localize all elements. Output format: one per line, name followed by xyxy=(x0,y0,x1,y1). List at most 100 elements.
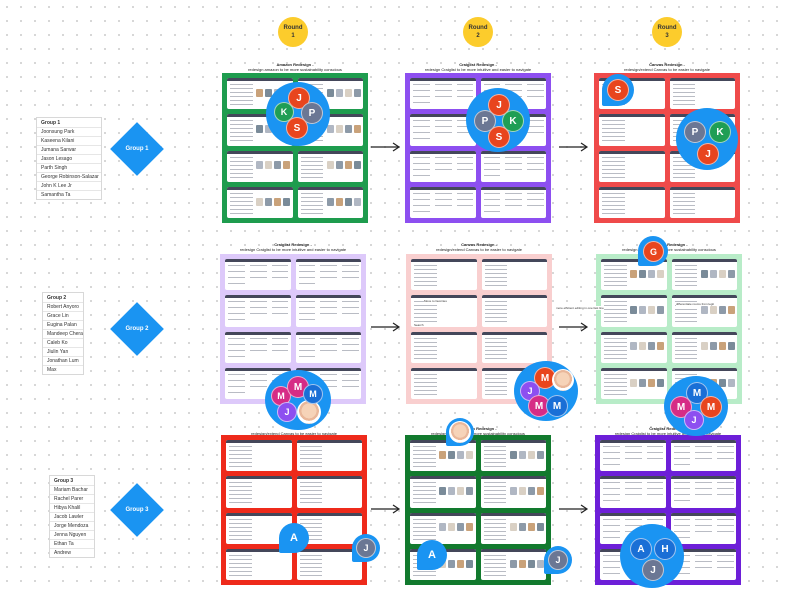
design-screenshot-card[interactable] xyxy=(295,259,361,291)
design-screenshot-card[interactable] xyxy=(227,150,293,182)
avatar[interactable]: K xyxy=(502,110,524,132)
avatar[interactable]: M xyxy=(546,395,568,417)
collaborator-cursor-pin[interactable]: A xyxy=(279,523,309,553)
design-screenshot-card[interactable] xyxy=(599,186,665,218)
design-screenshot-card[interactable] xyxy=(600,440,666,472)
design-screenshot-card[interactable] xyxy=(225,295,291,327)
design-screenshot-card[interactable] xyxy=(671,331,737,363)
collaborator-cursor-pin[interactable]: A xyxy=(417,540,447,570)
design-screenshot-card[interactable] xyxy=(670,440,736,472)
design-screenshot-card[interactable] xyxy=(480,440,546,472)
collaborator-cursor-pin[interactable] xyxy=(446,418,474,446)
avatar[interactable]: M xyxy=(303,384,323,404)
avatar[interactable]: J xyxy=(548,550,568,570)
design-screenshot-card[interactable] xyxy=(480,186,546,218)
design-screenshot-card[interactable] xyxy=(410,512,476,544)
avatar[interactable]: P xyxy=(684,121,706,143)
avatar[interactable]: K xyxy=(274,102,294,122)
design-screenshot-card[interactable] xyxy=(600,476,666,508)
board-amazon-redesign-group-2[interactable] xyxy=(596,254,742,404)
design-screenshot-card[interactable] xyxy=(295,331,361,363)
avatar[interactable]: J xyxy=(277,402,297,422)
collaborator-avatar-cluster[interactable]: P K J xyxy=(676,108,738,170)
collaborator-avatar-cluster[interactable]: M M J M xyxy=(265,370,331,430)
design-screenshot-card[interactable] xyxy=(599,114,665,146)
board-canvas-redesign-group-3[interactable] xyxy=(221,435,367,585)
collaborator-cursor-pin[interactable]: G xyxy=(638,236,668,266)
avatar[interactable]: M xyxy=(534,367,556,389)
collaborator-cursor-pin[interactable]: J xyxy=(352,534,380,562)
design-screenshot-card[interactable] xyxy=(225,259,291,291)
avatar[interactable]: J xyxy=(488,94,510,116)
avatar[interactable]: S xyxy=(488,126,510,148)
design-screenshot-card[interactable] xyxy=(226,548,292,580)
design-screenshot-card[interactable] xyxy=(295,295,361,327)
design-screenshot-card[interactable] xyxy=(599,150,665,182)
design-screenshot-card[interactable] xyxy=(481,331,547,363)
design-screenshot-card[interactable] xyxy=(670,476,736,508)
design-screenshot-card[interactable] xyxy=(225,331,291,363)
avatar[interactable]: J xyxy=(642,559,664,581)
card-text-line xyxy=(300,160,324,162)
design-screenshot-card[interactable] xyxy=(296,440,362,472)
design-screenshot-card[interactable] xyxy=(480,150,546,182)
avatar[interactable]: G xyxy=(643,241,664,262)
design-screenshot-card[interactable] xyxy=(411,331,477,363)
avatar[interactable]: S xyxy=(286,117,308,139)
avatar[interactable]: J xyxy=(684,410,704,430)
design-screenshot-card[interactable] xyxy=(411,367,477,399)
avatar[interactable]: J xyxy=(697,143,719,165)
avatar[interactable]: H xyxy=(654,538,676,560)
avatar-photo[interactable] xyxy=(297,400,321,424)
design-screenshot-card[interactable] xyxy=(296,476,362,508)
design-screenshot-card[interactable] xyxy=(227,186,293,218)
group-2-member-list[interactable]: Group 2 Robert Anyoro Grace Lin Eugina P… xyxy=(42,292,84,375)
design-screenshot-card[interactable] xyxy=(480,476,546,508)
design-screenshot-card[interactable] xyxy=(297,186,363,218)
card-text-line xyxy=(672,192,696,194)
avatar[interactable]: K xyxy=(709,121,731,143)
design-screenshot-card[interactable] xyxy=(669,186,735,218)
avatar-photo[interactable] xyxy=(449,421,471,443)
design-screenshot-card[interactable] xyxy=(601,295,667,327)
board-canvas-redesign-group-2[interactable] xyxy=(406,254,552,404)
design-screenshot-card[interactable] xyxy=(411,259,477,291)
design-screenshot-card[interactable] xyxy=(601,367,667,399)
design-screenshot-card[interactable] xyxy=(481,295,547,327)
design-screenshot-card[interactable] xyxy=(226,476,292,508)
avatar[interactable]: P xyxy=(474,110,496,132)
avatar[interactable]: A xyxy=(630,538,652,560)
design-screenshot-card[interactable] xyxy=(226,440,292,472)
group-3-member-list[interactable]: Group 3 Mariam Bachar Rachel Parer Hibya… xyxy=(49,475,95,558)
avatar[interactable]: J xyxy=(356,538,376,558)
design-screenshot-card[interactable] xyxy=(669,78,735,110)
avatar[interactable]: M xyxy=(700,396,722,418)
design-screenshot-card[interactable] xyxy=(410,150,476,182)
design-screenshot-card[interactable] xyxy=(297,150,363,182)
collaborator-avatar-cluster[interactable]: M M M J xyxy=(664,376,728,436)
avatar[interactable]: P xyxy=(301,102,323,124)
product-thumbnail xyxy=(509,487,517,496)
collaborator-cursor-pin[interactable]: S xyxy=(602,74,634,106)
design-screenshot-card[interactable] xyxy=(671,295,737,327)
design-screenshot-card[interactable] xyxy=(601,331,667,363)
design-screenshot-card[interactable] xyxy=(480,548,546,580)
design-screenshot-card[interactable] xyxy=(410,78,476,110)
avatar-photo[interactable] xyxy=(552,369,574,391)
collaborator-avatar-cluster[interactable]: J K P S xyxy=(266,82,330,146)
collaborator-avatar-cluster[interactable]: J P K S xyxy=(466,88,530,152)
group-1-member-list[interactable]: Group 1 Joonsung Park Kaseena Kilani Jum… xyxy=(36,117,102,200)
design-screenshot-card[interactable] xyxy=(480,512,546,544)
design-screenshot-card[interactable] xyxy=(410,186,476,218)
design-screenshot-card[interactable] xyxy=(296,548,362,580)
design-screenshot-card[interactable] xyxy=(410,114,476,146)
design-screenshot-card[interactable] xyxy=(481,259,547,291)
design-screenshot-card[interactable] xyxy=(671,259,737,291)
collaborator-cursor-pin[interactable]: J xyxy=(544,546,572,574)
collaborator-avatar-cluster[interactable]: M J M M xyxy=(514,361,578,421)
design-screenshot-card[interactable] xyxy=(601,259,667,291)
avatar[interactable]: S xyxy=(607,79,629,101)
design-screenshot-card[interactable] xyxy=(670,512,736,544)
design-screenshot-card[interactable] xyxy=(410,476,476,508)
collaborator-avatar-cluster[interactable]: A H J xyxy=(620,524,684,588)
